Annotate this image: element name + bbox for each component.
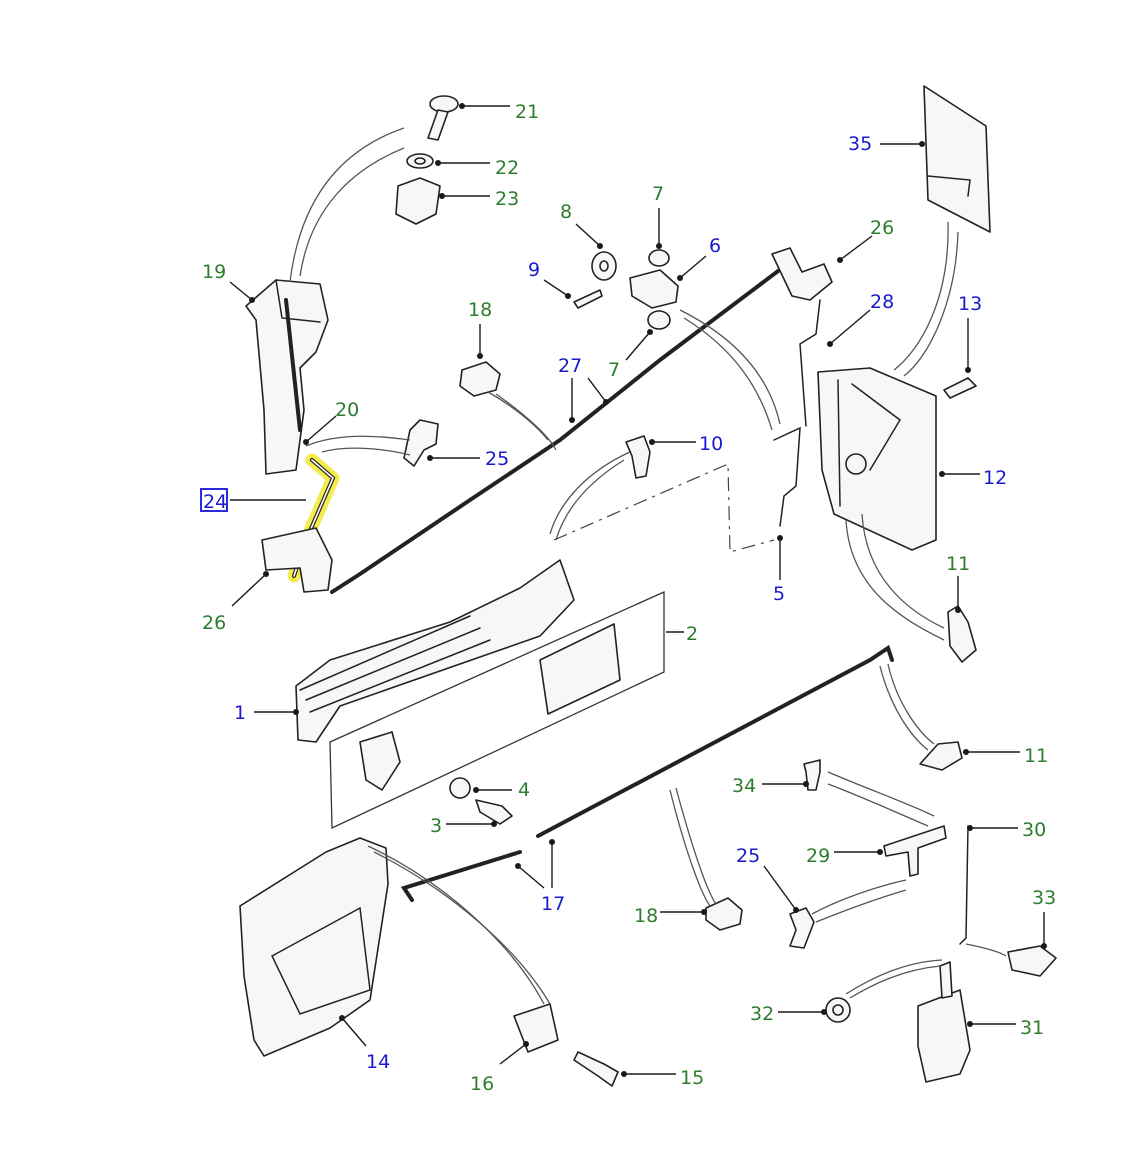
callout-19[interactable]: 19 — [202, 261, 226, 283]
part-22-washer[interactable] — [406, 153, 434, 169]
callout-25-top[interactable]: 25 — [485, 448, 509, 470]
callout-26-right[interactable]: 26 — [870, 217, 894, 239]
callout-20[interactable]: 20 — [335, 399, 359, 421]
part-32-grommet[interactable] — [825, 997, 851, 1023]
part-6-bushing[interactable] — [629, 269, 679, 309]
callout-28[interactable]: 28 — [870, 291, 894, 313]
callout-15[interactable]: 15 — [680, 1067, 704, 1089]
part-3-screw[interactable] — [475, 799, 513, 825]
callout-23[interactable]: 23 — [495, 188, 519, 210]
part-16-clip[interactable] — [513, 1003, 559, 1053]
callout-29[interactable]: 29 — [806, 845, 830, 867]
callout-2[interactable]: 2 — [686, 623, 698, 645]
callout-5[interactable]: 5 — [773, 583, 785, 605]
part-13-screw[interactable] — [943, 377, 977, 399]
part-23-clip-nut[interactable] — [395, 177, 441, 225]
part-31-actuator[interactable] — [917, 989, 971, 1083]
selected-part-box[interactable] — [200, 488, 228, 512]
part-9-screw[interactable] — [573, 289, 603, 309]
dash-dot-line — [553, 463, 775, 553]
part-8-washer[interactable] — [591, 251, 617, 281]
leader-lines — [229, 103, 1047, 1077]
part-11-clip-upper[interactable] — [947, 605, 977, 663]
callout-33[interactable]: 33 — [1032, 887, 1056, 909]
part-28-link[interactable] — [799, 299, 821, 427]
callout-6[interactable]: 6 — [709, 235, 721, 257]
callout-14[interactable]: 14 — [366, 1051, 390, 1073]
callout-34[interactable]: 34 — [732, 775, 756, 797]
part-5-rod[interactable] — [773, 426, 801, 527]
part-11-clip-lower[interactable] — [919, 741, 963, 771]
connection-curves — [289, 127, 1007, 1005]
callout-27[interactable]: 27 — [558, 355, 582, 377]
callout-21[interactable]: 21 — [515, 101, 539, 123]
callout-8[interactable]: 8 — [560, 201, 572, 223]
callout-4[interactable]: 4 — [518, 779, 530, 801]
part-10-clip[interactable] — [625, 435, 651, 479]
callout-12[interactable]: 12 — [983, 467, 1007, 489]
part-25-clip-top[interactable] — [403, 419, 439, 467]
callout-18-top[interactable]: 18 — [468, 299, 492, 321]
callout-labels: 21 22 23 19 20 24 26 25 18 27 7 9 8 7 6 … — [202, 101, 1056, 1095]
part-33-clip[interactable] — [1007, 945, 1057, 977]
part-21-screw[interactable] — [427, 95, 459, 141]
part-29-lever[interactable] — [883, 825, 947, 877]
callout-7-upper[interactable]: 7 — [652, 183, 664, 205]
callout-11-upper[interactable]: 11 — [946, 553, 970, 575]
part-17-rod[interactable] — [400, 850, 522, 902]
part-7-nut-top[interactable] — [648, 249, 670, 267]
callout-25-lower[interactable]: 25 — [736, 845, 760, 867]
part-18-clip-top[interactable] — [459, 361, 501, 397]
callout-1[interactable]: 1 — [234, 702, 246, 724]
part-26-bracket-left[interactable] — [261, 527, 333, 593]
part-30-rod[interactable] — [959, 825, 969, 945]
part-2-frame[interactable] — [329, 590, 665, 830]
callout-22[interactable]: 22 — [495, 157, 519, 179]
callout-9[interactable]: 9 — [528, 259, 540, 281]
part-19-bracket[interactable] — [245, 279, 329, 475]
part-35-plate[interactable] — [923, 85, 991, 233]
callout-3[interactable]: 3 — [430, 815, 442, 837]
callout-17[interactable]: 17 — [541, 893, 565, 915]
callout-10[interactable]: 10 — [699, 433, 723, 455]
callout-16[interactable]: 16 — [470, 1073, 494, 1095]
part-27-rod[interactable] — [330, 260, 792, 594]
callout-31[interactable]: 31 — [1020, 1017, 1044, 1039]
callout-30[interactable]: 30 — [1022, 819, 1046, 841]
part-7-nut-bottom[interactable] — [647, 310, 671, 330]
part-25-clip-lower[interactable] — [789, 907, 815, 949]
callout-7-lower[interactable]: 7 — [608, 359, 620, 381]
part-26-bracket-right[interactable] — [771, 247, 833, 301]
part-14-inner-handle[interactable] — [239, 837, 389, 1057]
callout-18-lower[interactable]: 18 — [634, 905, 658, 927]
callout-13[interactable]: 13 — [958, 293, 982, 315]
part-11-long-rod[interactable] — [536, 644, 894, 838]
callout-32[interactable]: 32 — [750, 1003, 774, 1025]
part-20-rod[interactable] — [284, 298, 302, 432]
callout-26-left[interactable]: 26 — [202, 612, 226, 634]
callout-11-lower[interactable]: 11 — [1024, 745, 1048, 767]
part-1-handle[interactable] — [295, 559, 575, 743]
callout-35[interactable]: 35 — [848, 133, 872, 155]
part-18-clip-lower[interactable] — [705, 897, 743, 931]
part-15-screw[interactable] — [573, 1051, 619, 1087]
callout-24[interactable]: 24 — [203, 491, 227, 513]
part-4-washer[interactable] — [449, 777, 471, 799]
